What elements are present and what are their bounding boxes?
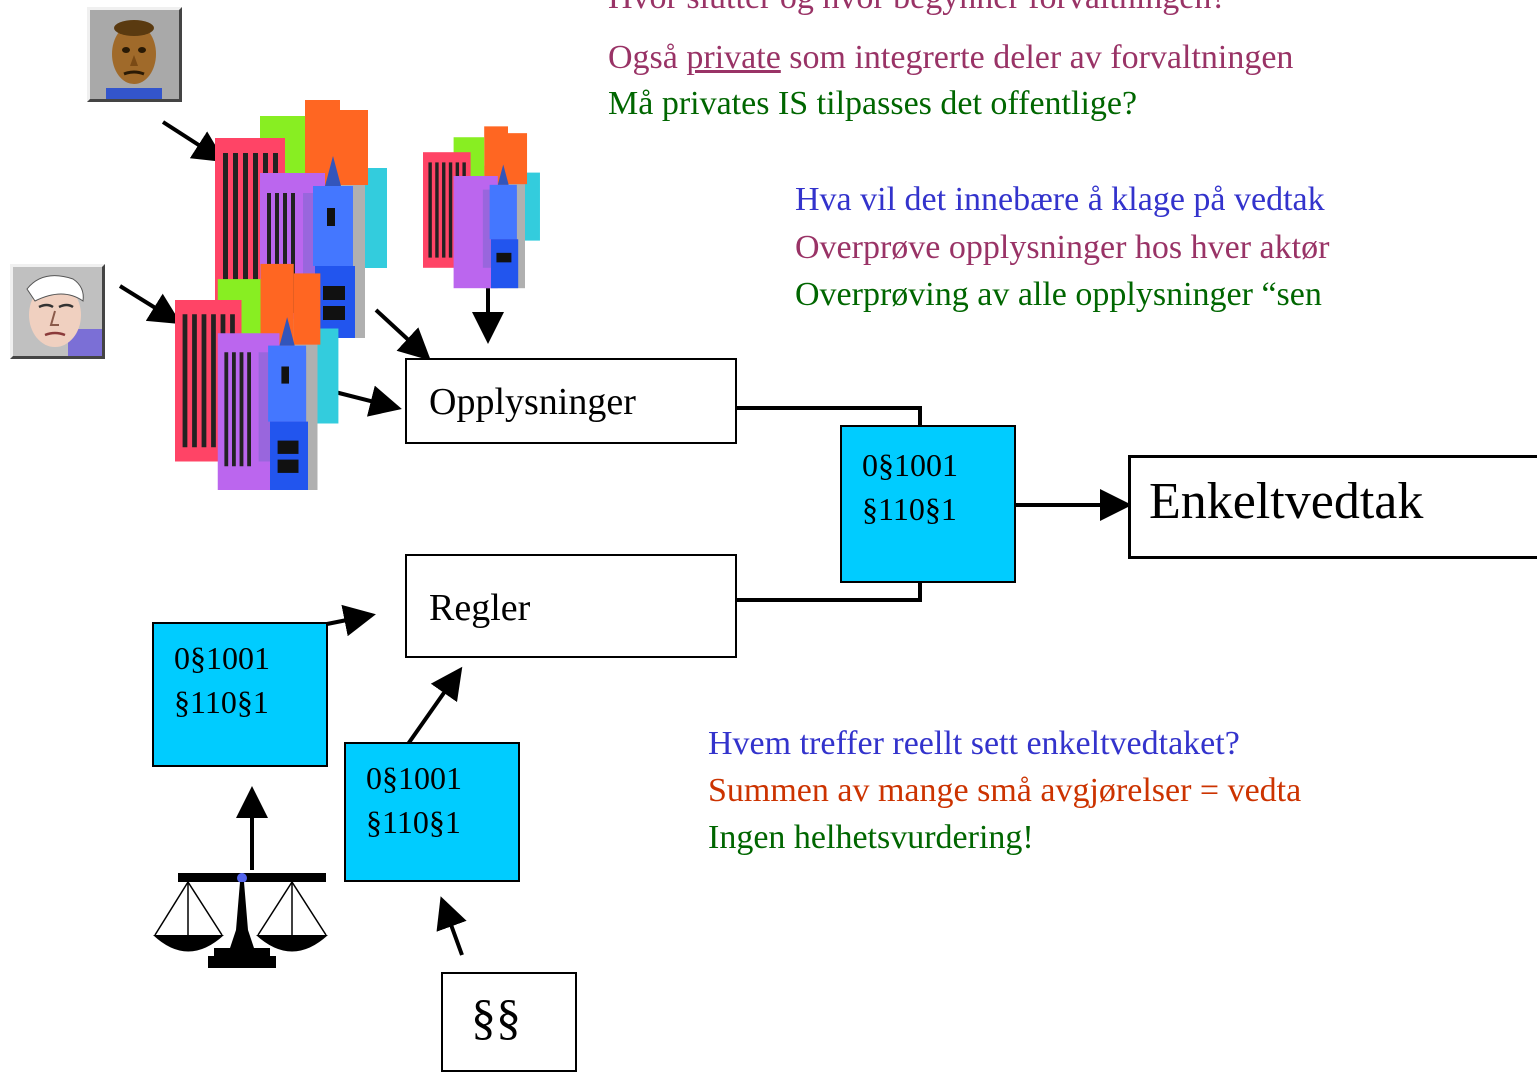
bottom-line-1: Hvem treffer reellt sett enkeltvedtaket? — [708, 725, 1240, 762]
private-underlined: private — [686, 39, 781, 76]
arrow-portrait-top — [161, 120, 226, 163]
person-portrait-icon — [10, 264, 105, 359]
paragraphs-label: §§ — [471, 989, 521, 1045]
header-line-3: Må privates IS tilpasses det offentlige? — [608, 85, 1138, 122]
decision-code-box: 0§1001 §110§1 — [840, 425, 1016, 583]
header-line-1: Hvor slutter og hvor begynner forvaltnin… — [608, 0, 1226, 18]
rule-code-box-mid: 0§1001 §110§1 — [344, 742, 520, 882]
bottom-line-2: Summen av mange små avgjørelser = vedta — [708, 772, 1302, 809]
decision-code-line-2: §110§1 — [862, 491, 957, 527]
rule-mid-code-line-2: §110§1 — [366, 804, 461, 840]
appeal-line-1: Hva vil det innebære å klage på vedtak — [795, 181, 1325, 218]
header-line-2: Også private som integrerte deler av for… — [608, 38, 1293, 78]
bottom-line-3: Ingen helhetsvurdering! — [708, 819, 1034, 856]
decision-code-line-1: 0§1001 — [862, 447, 958, 483]
person-portrait-icon — [87, 7, 182, 102]
arrow-portrait-left — [118, 284, 182, 325]
opplysninger-label: Opplysninger — [429, 381, 636, 423]
bracket-connector — [737, 406, 922, 602]
rule-mid-code-line-1: 0§1001 — [366, 760, 462, 796]
enkeltvedtak-box: Enkeltvedtak — [1128, 455, 1537, 559]
arrow-code-mid-to-regler — [406, 666, 463, 746]
regler-box: Regler — [405, 554, 737, 658]
arrow-building-top — [374, 308, 431, 361]
appeal-line-3: Overprøving av alle opplysninger “sen — [795, 276, 1322, 313]
opplysninger-box: Opplysninger — [405, 358, 737, 444]
paragraphs-box: §§ — [441, 972, 577, 1072]
regler-label: Regler — [429, 587, 531, 629]
rule-code-box-left: 0§1001 §110§1 — [152, 622, 328, 767]
arrow-building-bottom — [334, 385, 402, 417]
arrow-paragraphs-up — [436, 896, 467, 956]
rule-left-code-line-1: 0§1001 — [174, 640, 270, 676]
rule-left-code-line-2: §110§1 — [174, 684, 269, 720]
appeal-line-2: Overprøve opplysninger hos hver aktør — [795, 229, 1330, 266]
enkeltvedtak-label: Enkeltvedtak — [1149, 473, 1424, 530]
header-line-2-end: som integrerte deler av forvaltningen — [780, 39, 1294, 76]
header-line-2-start: Også — [608, 39, 687, 76]
